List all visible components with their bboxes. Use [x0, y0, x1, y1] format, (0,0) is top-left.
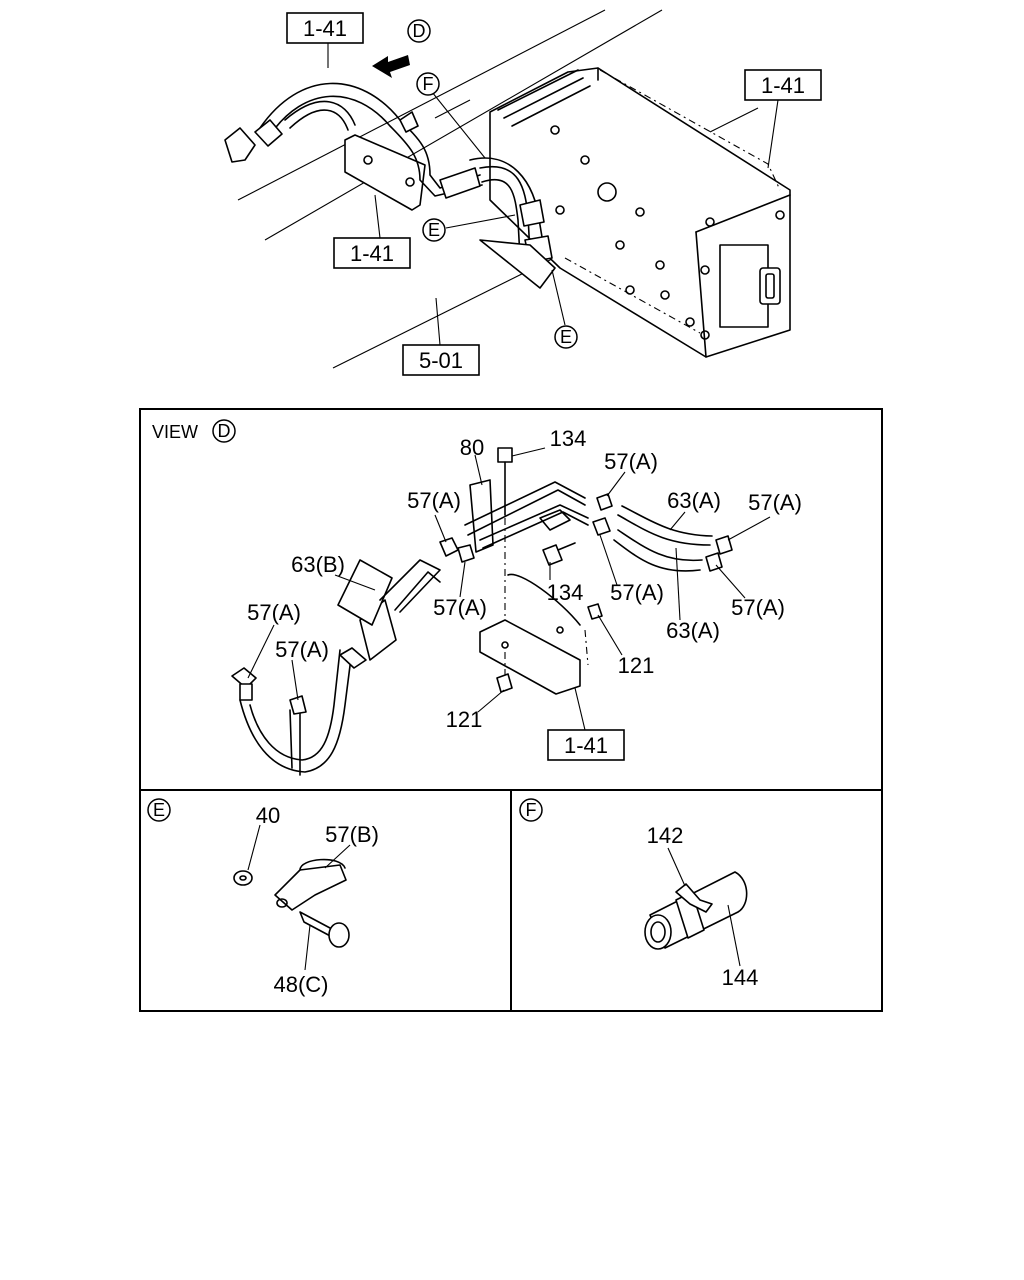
marker-e1-circle — [422, 218, 446, 242]
ref-box-top-left — [286, 12, 364, 44]
clip-57a-1 — [439, 537, 459, 557]
label-134-side: 134 — [547, 580, 584, 605]
mount-bracket — [479, 619, 581, 695]
label-57b: 57(B) — [325, 822, 379, 847]
view-marker-circle — [407, 19, 431, 43]
clip-57a-4 — [592, 517, 611, 536]
label-57a-2: 57(A) — [407, 488, 461, 513]
label-63a-1: 63(A) — [667, 488, 721, 513]
clip-57a-2 — [457, 544, 475, 563]
detail-f-panel: F 142 144 — [519, 798, 759, 990]
clip-57a-3 — [596, 493, 613, 511]
ref-box-view-d — [547, 729, 625, 761]
ref-label-bottom: 5-01 — [419, 348, 463, 373]
label-57a-7: 57(A) — [731, 595, 785, 620]
label-57a-3: 57(A) — [748, 490, 802, 515]
label-144: 144 — [722, 965, 759, 990]
marker-f-label: F — [423, 74, 434, 94]
marker-e2-label: E — [560, 327, 572, 347]
label-63a-2: 63(A) — [666, 618, 720, 643]
view-d-marker-circle — [212, 419, 236, 443]
clip-57a-5 — [715, 535, 733, 555]
label-142: 142 — [647, 823, 684, 848]
ref-box-bottom — [402, 344, 480, 376]
marker-f-circle — [416, 72, 440, 96]
label-57a-4: 57(A) — [247, 600, 301, 625]
label-134-top: 134 — [550, 426, 587, 451]
detail-e-marker-label: E — [153, 800, 165, 820]
label-40: 40 — [256, 803, 280, 828]
label-57a-5: 57(A) — [433, 595, 487, 620]
box-hole — [597, 182, 617, 202]
marker-e1-label: E — [428, 220, 440, 240]
ref-label-view-d: 1-41 — [564, 733, 608, 758]
view-d-title: VIEW — [152, 422, 198, 442]
hose-label-plate — [337, 559, 393, 626]
detail-e-panel: E 40 57(B) 48(C) — [147, 798, 379, 997]
ref-label-top-right: 1-41 — [761, 73, 805, 98]
bolt-134-side — [542, 544, 563, 566]
label-48c: 48(C) — [273, 972, 328, 997]
ref-box-mid — [333, 237, 411, 269]
nut-121-left — [496, 673, 513, 693]
hose-bracket — [344, 134, 426, 211]
ref-label-mid: 1-41 — [350, 241, 394, 266]
view-d-marker-label: D — [218, 421, 231, 441]
lower-bracket — [479, 239, 556, 289]
detail-f-marker-circle — [519, 798, 543, 822]
clamp-57b — [274, 864, 347, 911]
view-marker-label: D — [413, 21, 426, 41]
label-57a-1: 57(A) — [604, 449, 658, 474]
label-57a-8: 57(A) — [275, 637, 329, 662]
ref-box-top-right — [744, 69, 822, 101]
label-121-right: 121 — [618, 653, 655, 678]
pipe-bracket-80 — [469, 479, 494, 553]
hose-144-end — [644, 914, 672, 950]
ref-label-top-left: 1-41 — [303, 16, 347, 41]
marker-e2-circle — [554, 325, 578, 349]
label-80: 80 — [460, 435, 484, 460]
detail-f-marker-label: F — [526, 800, 537, 820]
nut-121-right — [587, 603, 603, 620]
view-arrow-icon — [372, 55, 410, 78]
top-assembly: 1-41 D 1-41 F E 1-41 5-01 E — [224, 9, 822, 376]
label-63b: 63(B) — [291, 552, 345, 577]
view-d-panel: VIEW D — [152, 419, 802, 776]
label-121-left: 121 — [446, 707, 483, 732]
detail-e-marker-circle — [147, 798, 171, 822]
washer-40 — [233, 870, 253, 886]
hose-end-fitting — [224, 127, 256, 163]
bolt-134-top — [497, 447, 513, 463]
label-57a-6: 57(A) — [610, 580, 664, 605]
